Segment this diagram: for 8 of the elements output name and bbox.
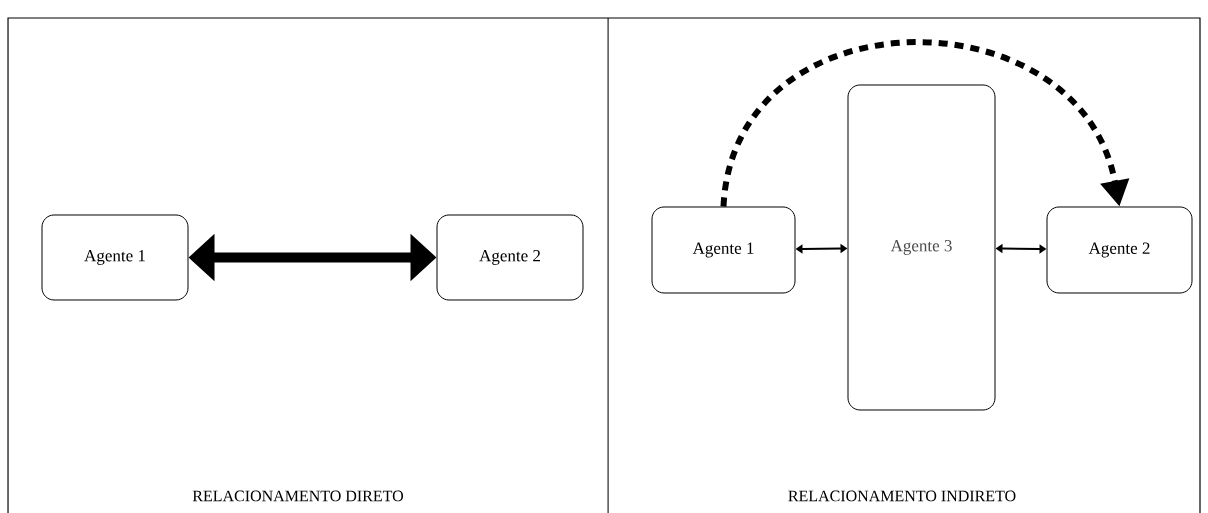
agent-box: Agente 1 [41,214,189,301]
agent-box: Agente 2 [1046,206,1193,294]
agent-box: Agente 1 [651,206,796,294]
panel-caption: RELACIONAMENTO INDIRETO [788,490,1016,502]
arrow [720,39,1130,208]
agent-box: Agente 2 [436,214,584,301]
panel-caption: RELACIONAMENTO DIRETO [192,490,404,502]
agent-box: Agente 3 [847,84,996,411]
